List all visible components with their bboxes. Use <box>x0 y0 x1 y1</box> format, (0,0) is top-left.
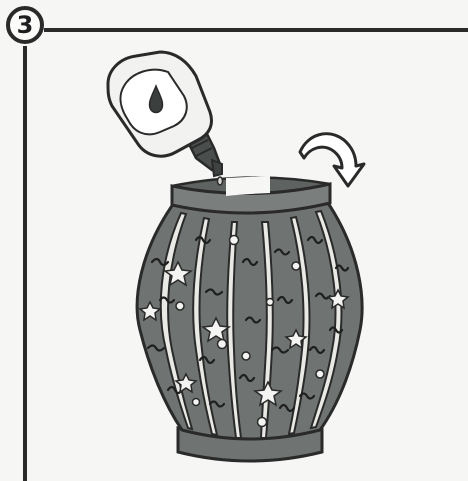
step-number: 3 <box>17 13 34 37</box>
rotate-arrow-icon <box>300 134 364 186</box>
glue-bottle-icon <box>108 52 223 185</box>
paper-lantern <box>137 176 362 461</box>
step-number-badge: 3 <box>6 6 44 44</box>
